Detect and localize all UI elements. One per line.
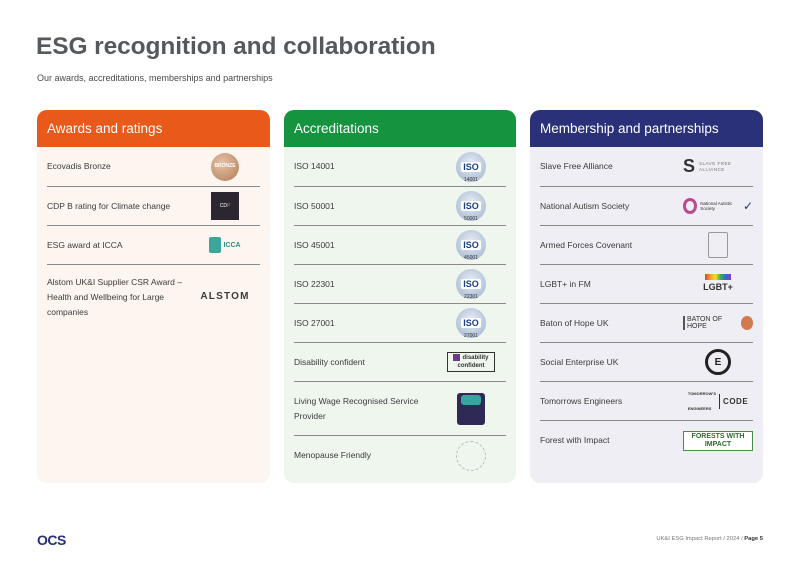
accreditation-label: ISO 22301	[294, 278, 335, 289]
menopause-friendly-logo-icon	[456, 440, 486, 471]
accreditation-label: Living Wage Recognised Service Provider	[294, 395, 419, 421]
list-item: Forest with Impact FORESTS WITH IMPACT	[540, 421, 753, 460]
accreditations-header: Accreditations	[284, 110, 516, 147]
accreditation-label: ISO 50001	[294, 200, 335, 211]
armed-forces-covenant-logo-icon	[708, 232, 728, 258]
alstom-logo-icon: ALSTOM	[200, 291, 250, 302]
accreditation-label: ISO 14001	[294, 161, 335, 171]
list-item: Social Enterprise UK E	[540, 343, 753, 382]
list-item: Armed Forces Covenant	[540, 226, 753, 265]
living-wage-logo-icon	[457, 392, 485, 425]
ecovadis-bronze-medal-icon: BRONZE	[211, 152, 239, 181]
list-item: Disability confident disability confiden…	[294, 343, 506, 382]
forests-with-impact-logo-icon: FORESTS WITH IMPACT	[683, 430, 753, 451]
footer-report-title: UK&I ESG Impact Report / 2024 /	[656, 536, 745, 542]
list-item: Alstom UK&I Supplier CSR Award – Health …	[47, 265, 260, 327]
accreditation-label: ISO 45001	[294, 239, 335, 250]
footer-page-number: Page 5	[744, 536, 763, 542]
list-item: Menopause Friendly	[294, 436, 506, 475]
list-item: Ecovadis Bronze BRONZE	[47, 147, 260, 187]
award-label: Alstom UK&I Supplier CSR Award – Health …	[47, 277, 182, 317]
membership-label: National Autism Society	[540, 200, 630, 211]
award-label: Ecovadis Bronze	[47, 161, 111, 171]
accreditation-label: Menopause Friendly	[294, 450, 372, 460]
list-item: National Autism Society National Autisti…	[540, 187, 753, 226]
social-enterprise-uk-logo-icon: E	[705, 349, 731, 375]
membership-header: Membership and partnerships	[530, 110, 763, 147]
membership-label: Social Enterprise UK	[540, 356, 619, 367]
membership-label: Slave Free Alliance	[540, 161, 613, 171]
list-item: Living Wage Recognised Service Provider	[294, 382, 506, 436]
membership-label: LGBT+ in FM	[540, 278, 591, 289]
national-autistic-society-logo-icon: National Autistic Society✓	[683, 198, 753, 214]
membership-label: Tomorrows Engineers	[540, 395, 623, 406]
awards-card: Awards and ratings Ecovadis Bronze BRONZ…	[37, 110, 270, 483]
disability-confident-logo-icon: disability confident	[447, 352, 495, 372]
awards-header: Awards and ratings	[37, 110, 270, 147]
page-subtitle: Our awards, accreditations, memberships …	[37, 73, 273, 83]
list-item: ESG award at ICCA ICCA	[47, 226, 260, 265]
icca-logo-icon: ICCA	[209, 237, 241, 253]
ocs-logo-icon: OCS	[37, 532, 66, 548]
accreditation-label: Disability confident	[294, 356, 365, 367]
list-item: LGBT+ in FM LGBT+	[540, 265, 753, 304]
page-title: ESG recognition and collaboration	[36, 33, 436, 60]
footer-report-info: UK&I ESG Impact Report / 2024 / Page 5	[656, 536, 763, 542]
membership-label: Forest with Impact	[540, 435, 610, 445]
award-label: CDP B rating for Climate change	[47, 200, 171, 211]
membership-label: Armed Forces Covenant	[540, 239, 633, 250]
membership-label: Baton of Hope UK	[540, 317, 609, 328]
membership-card: Membership and partnerships Slave Free A…	[530, 110, 763, 483]
list-item: Baton of Hope UK BATON OF HOPE	[540, 304, 753, 343]
lgbt-in-fm-logo-icon: LGBT+	[703, 273, 733, 295]
baton-of-hope-logo-icon: BATON OF HOPE	[683, 316, 753, 330]
accreditation-label: ISO 27001	[294, 317, 335, 328]
award-label: ESG award at ICCA	[47, 239, 123, 250]
